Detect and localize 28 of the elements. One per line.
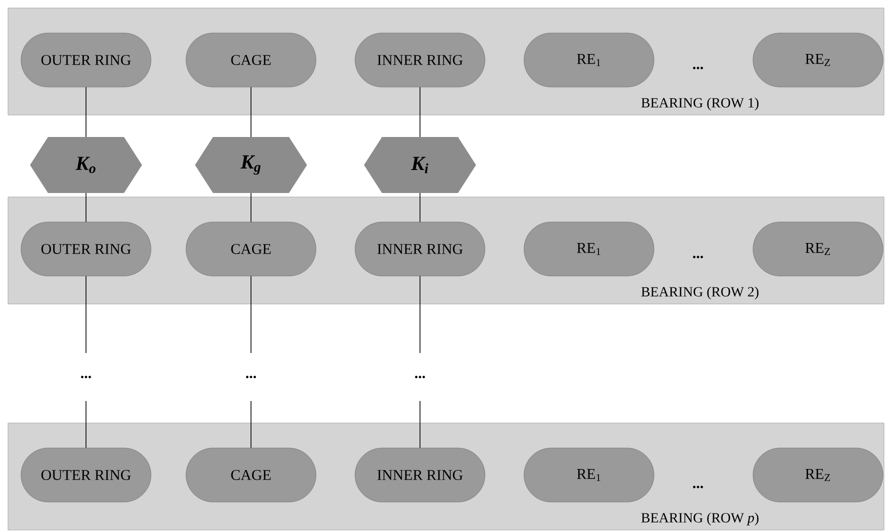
component-pill: INNER RING <box>354 32 486 88</box>
connector-line <box>250 192 252 222</box>
ellipsis-text: ... <box>693 486 703 488</box>
stiffness-hexagon: K$_{g}$ <box>195 137 307 193</box>
stiffness-hexagon: K$_{o}$ <box>30 137 142 193</box>
component-pill: OUTER RING <box>20 222 152 276</box>
connector-line <box>250 86 252 138</box>
ellipsis-text: ... <box>81 376 91 378</box>
connector-line <box>250 276 252 354</box>
connector-line <box>250 400 252 448</box>
ellipsis-text: ... <box>693 66 703 70</box>
component-pill: RE$_{1}$ <box>524 222 654 276</box>
component-pill: RE$_{Z}$ <box>752 448 884 502</box>
ellipsis-text: ... <box>415 376 425 378</box>
ellipsis-text: ... <box>693 256 703 258</box>
component-pill: RE$_{1}$ <box>524 32 654 88</box>
component-pill: RE$_{Z}$ <box>752 32 884 88</box>
ellipsis-text: ... <box>246 376 256 378</box>
component-pill: INNER RING <box>354 448 486 502</box>
component-pill: OUTER RING <box>20 448 152 502</box>
component-pill: CAGE <box>186 32 316 88</box>
component-pill: OUTER RING <box>20 32 152 88</box>
component-pill: INNER RING <box>354 222 486 276</box>
component-pill: RE$_{1}$ <box>524 448 654 502</box>
component-pill: CAGE <box>186 222 316 276</box>
component-pill: RE$_{Z}$ <box>752 222 884 276</box>
stiffness-hexagon: K$_{i}$ <box>364 137 476 193</box>
component-pill: CAGE <box>186 448 316 502</box>
